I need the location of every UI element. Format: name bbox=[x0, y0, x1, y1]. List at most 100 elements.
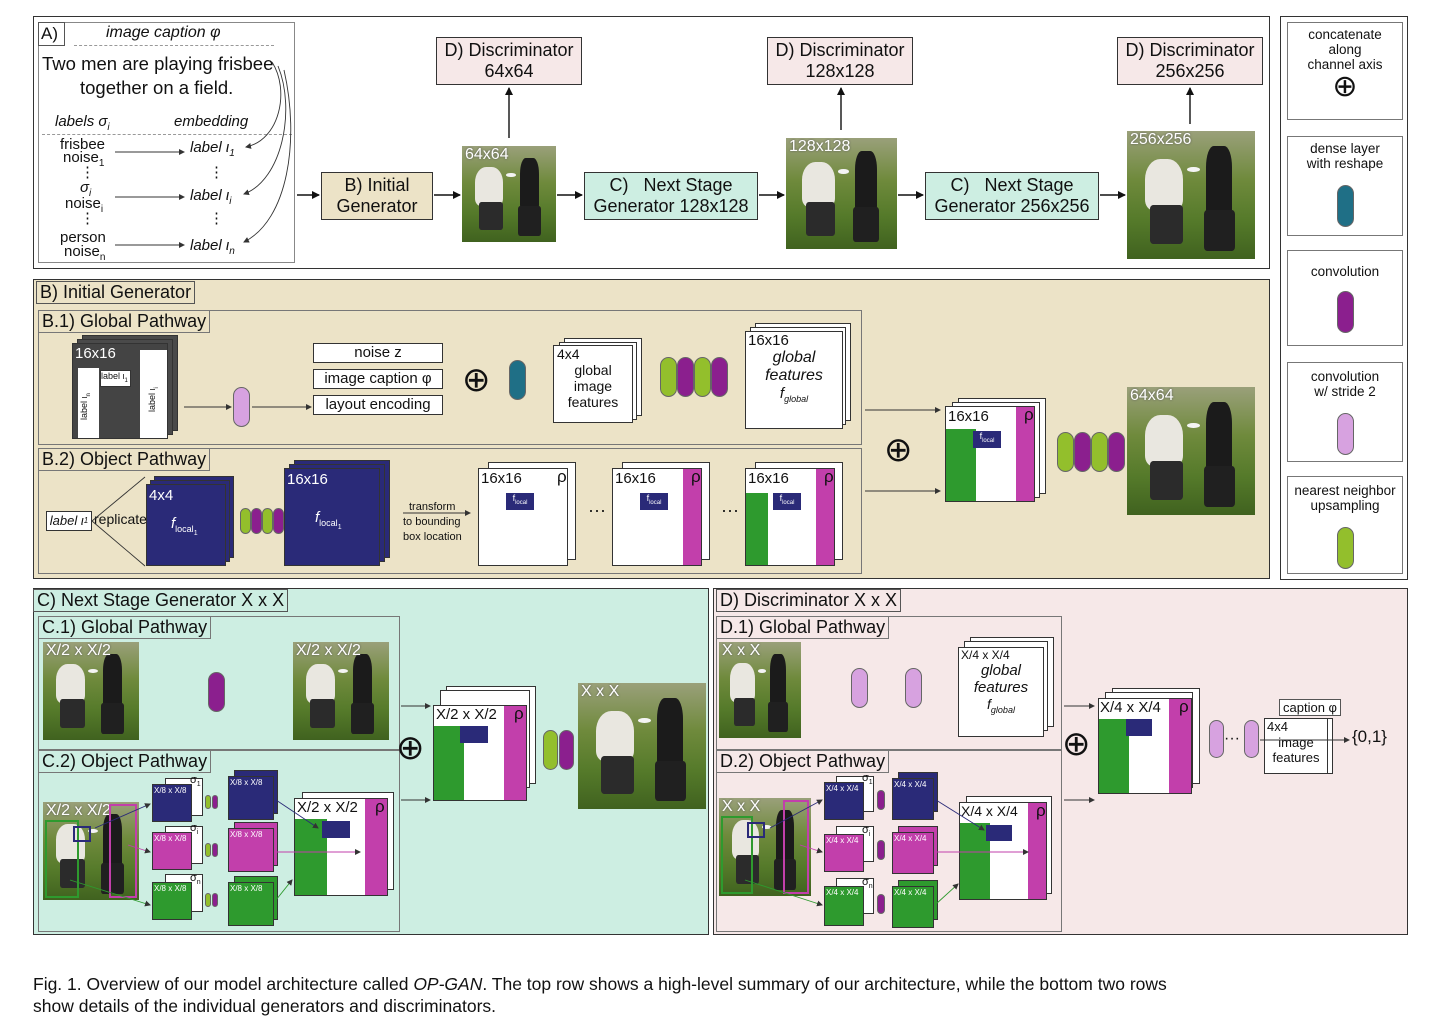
c1-out-label: X/2 x X/2 bbox=[296, 642, 361, 659]
placed-c-box: flocal bbox=[773, 493, 801, 510]
figure-caption-line-2: show details of the individual generator… bbox=[33, 996, 497, 1016]
d2-row3-large: X/4 x X/4 bbox=[892, 886, 934, 928]
placed-c-f: f bbox=[779, 493, 783, 503]
initial-generator-line-2: Generator bbox=[336, 196, 418, 216]
d2-in-label: X x X bbox=[722, 798, 761, 815]
placed-b-rho: ρ bbox=[691, 467, 701, 486]
feat16-line-2: features bbox=[765, 367, 823, 384]
b2-up-1 bbox=[240, 508, 251, 534]
initial-generator-line-1: B) Initial bbox=[344, 175, 410, 196]
placed-b-sub: local bbox=[649, 499, 662, 506]
c2-out-magenta bbox=[365, 799, 387, 895]
disc128-line-1: D) Discriminator bbox=[775, 40, 905, 61]
c2-out-rho: ρ bbox=[375, 797, 385, 816]
legend-convolution-stride: convolution w/ stride 2 bbox=[1287, 362, 1403, 462]
c2-row2-small: X/8 x X/8 bbox=[152, 832, 192, 870]
c-out-rho: ρ bbox=[514, 704, 524, 723]
generated-image-64: 64x64 bbox=[462, 146, 556, 242]
b1-conv-1 bbox=[677, 357, 694, 397]
obj16-feature: 16x16 flocal1 bbox=[284, 468, 380, 566]
d2-row2-size: X/4 x X/4 bbox=[826, 836, 859, 845]
feat16-line-3: fglobal bbox=[779, 385, 809, 404]
figure-caption-line-1: Fig. 1. Overview of our model architectu… bbox=[33, 974, 1167, 994]
d2-out-magenta bbox=[1028, 803, 1046, 899]
legend-dense-line-1: dense layer bbox=[1310, 141, 1380, 156]
next256-line-2: Generator 256x256 bbox=[934, 196, 1090, 216]
d2-out-green bbox=[960, 823, 990, 899]
b1-conv-2 bbox=[711, 357, 728, 397]
d2-row1-small: X/4 x X/4 bbox=[824, 782, 864, 820]
d1-feat-size: X/4 x X/4 bbox=[961, 648, 1010, 662]
d2-row1-conv bbox=[877, 790, 885, 810]
layout-encoding-grid: 16x16 bbox=[72, 343, 168, 439]
d1-conv-stride-1 bbox=[851, 668, 868, 708]
c2-row2-sigma: σi bbox=[190, 822, 199, 837]
layout-encoding-box: layout encoding bbox=[313, 395, 443, 415]
b1-conv-stride-pill bbox=[233, 387, 250, 427]
transform-line-3: box location bbox=[403, 531, 462, 543]
d1-conv-stride-2 bbox=[905, 668, 922, 708]
d2-combined-map: X/4 x X/4 ρ bbox=[959, 801, 1047, 900]
c1-title: C.1) Global Pathway bbox=[38, 616, 212, 639]
c2-row3-size: X/8 x X/8 bbox=[154, 884, 187, 893]
c2-combined-map: X/2 x X/2 ρ bbox=[294, 797, 388, 896]
generated-image-128: 128x128 bbox=[786, 138, 897, 249]
c1-global-pathway bbox=[38, 616, 400, 750]
d1-feat-line-3: fglobal bbox=[987, 696, 1015, 715]
placed-c-size: 16x16 bbox=[748, 470, 789, 487]
placed-ellipsis-2: ··· bbox=[721, 500, 739, 520]
c2-row3-lsize: X/8 x X/8 bbox=[230, 884, 263, 893]
b-out-magenta bbox=[1016, 407, 1034, 501]
img256-label: 256x256 bbox=[1130, 131, 1192, 148]
obj16-flocal: flocal1 bbox=[315, 509, 342, 531]
feat16-size: 16x16 bbox=[748, 332, 789, 349]
labels-header: labels σi bbox=[55, 113, 110, 133]
discriminator-128: D) Discriminator 128x128 bbox=[767, 37, 913, 85]
c2-row3-up bbox=[205, 893, 211, 907]
b-out-size: 16x16 bbox=[948, 408, 989, 425]
d-out-conv-stride-1 bbox=[1209, 720, 1224, 758]
d-cap-size: 4x4 bbox=[1267, 719, 1288, 734]
row3-label: person bbox=[60, 229, 106, 246]
next128-line-2: Generator 128x128 bbox=[593, 196, 749, 216]
d-cap-line-2: features bbox=[1272, 750, 1320, 766]
placed-a-sub: local bbox=[515, 499, 528, 506]
legend-concat-line-1: concatenate bbox=[1308, 27, 1382, 42]
row1-dots-left: ⋮ bbox=[80, 164, 95, 181]
legend-convs-line-2: w/ stride 2 bbox=[1314, 384, 1376, 399]
c1-in-label: X/2 x X/2 bbox=[46, 642, 111, 659]
d1-in-label: X x X bbox=[722, 642, 761, 659]
img64-label: 64x64 bbox=[465, 146, 509, 163]
legend-concat-line-3: channel axis bbox=[1307, 57, 1383, 72]
placed-a-rho: ρ bbox=[557, 467, 567, 486]
placed-c-sub: local bbox=[782, 499, 795, 506]
disc128-line-2: 128x128 bbox=[805, 61, 875, 81]
row2-embedding: label ιi bbox=[190, 187, 232, 207]
legend-concat-line-2: along bbox=[1328, 42, 1362, 57]
legend-dense-layer: dense layer with reshape bbox=[1287, 136, 1403, 236]
c2-object-pathway bbox=[38, 750, 400, 932]
obj16-size: 16x16 bbox=[287, 471, 328, 488]
c2-out-navy bbox=[322, 821, 350, 838]
next128-line-1: C) Next Stage bbox=[609, 175, 733, 196]
d2-out-size: X/4 x X/4 bbox=[961, 803, 1018, 819]
d1-input-image: X x X bbox=[719, 642, 801, 738]
row1-dots-right: ⋮ bbox=[209, 164, 224, 181]
dense-layer-icon bbox=[1337, 185, 1354, 227]
image-caption-box: image caption φ bbox=[313, 369, 443, 389]
global-feat16-map: 16x16 global features fglobal bbox=[745, 331, 843, 429]
legend-convs-line-1: convolution bbox=[1310, 369, 1380, 384]
d1-feat-line-2: features bbox=[973, 679, 1029, 696]
concatenate-icon: ⊕ bbox=[1332, 70, 1358, 103]
b-out-conv-2 bbox=[1108, 432, 1125, 472]
d2-row3-lsize: X/4 x X/4 bbox=[894, 888, 927, 897]
d-out-rho: ρ bbox=[1179, 697, 1189, 716]
next256-line-1: C) Next Stage bbox=[950, 175, 1074, 196]
panel-a-letter-box bbox=[38, 22, 65, 46]
obj4-flocal: flocal1 bbox=[171, 515, 198, 537]
b-out-rho: ρ bbox=[1024, 405, 1034, 424]
img128-label: 128x128 bbox=[789, 138, 851, 155]
replicate-text: replicate bbox=[94, 511, 147, 527]
b-out-up-1 bbox=[1057, 432, 1074, 472]
c2-bbox-green bbox=[45, 820, 79, 898]
